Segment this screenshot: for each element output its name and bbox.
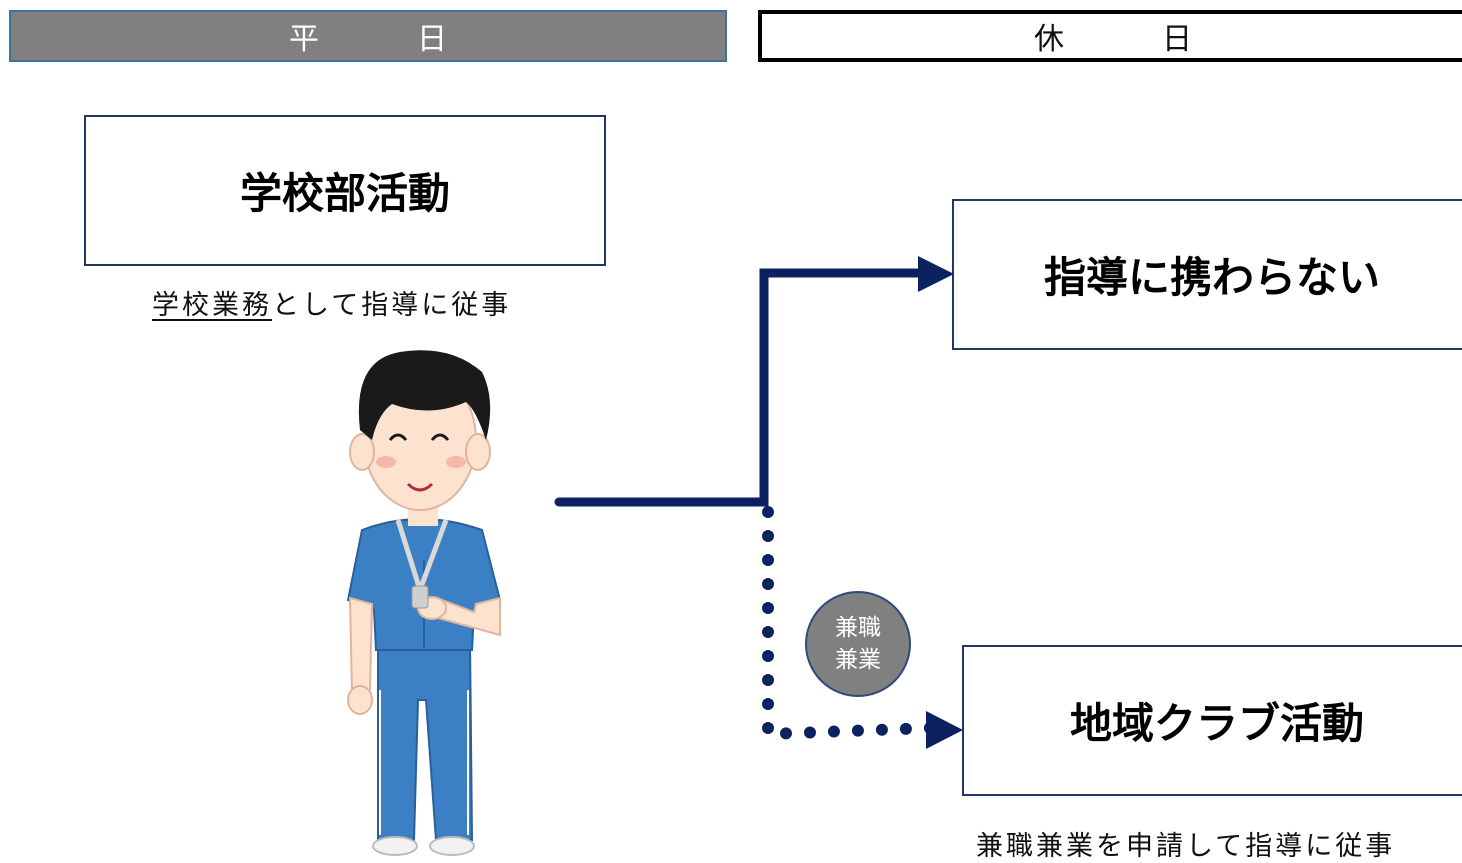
badge-line-2: 兼業 — [835, 647, 881, 673]
community-club-box: 地域クラブ活動 — [962, 645, 1462, 796]
holiday-header: 休 日 — [758, 10, 1462, 62]
school-club-activity-label: 学校部活動 — [239, 169, 450, 218]
dotted-connector-line — [762, 506, 936, 741]
no-guidance-label: 指導に携わらない — [1043, 253, 1380, 302]
school-club-activity-box: 学校部活動 — [84, 115, 606, 266]
teacher-figure — [346, 350, 502, 856]
school-duty-caption-rest: として指導に従事 — [272, 290, 512, 321]
badge-line-1: 兼職 — [835, 615, 881, 641]
arrowhead-to-no-guidance — [918, 256, 954, 292]
weekday-header: 平 日 — [9, 10, 727, 62]
side-job-badge: 兼職 兼業 — [805, 591, 911, 697]
school-duty-caption: 学校業務として指導に従事 — [152, 283, 511, 322]
solid-connector-line — [554, 268, 927, 507]
weekday-header-label: 平 日 — [289, 22, 481, 57]
arrowhead-to-community-club — [926, 711, 963, 749]
holiday-header-label: 休 日 — [1034, 22, 1226, 57]
no-guidance-box: 指導に携わらない — [952, 199, 1462, 350]
school-duty-caption-underlined: 学校業務 — [152, 290, 272, 321]
community-club-label: 地域クラブ活動 — [1069, 699, 1364, 748]
side-job-caption: 兼職兼業を申請して指導に従事 — [976, 831, 1396, 862]
